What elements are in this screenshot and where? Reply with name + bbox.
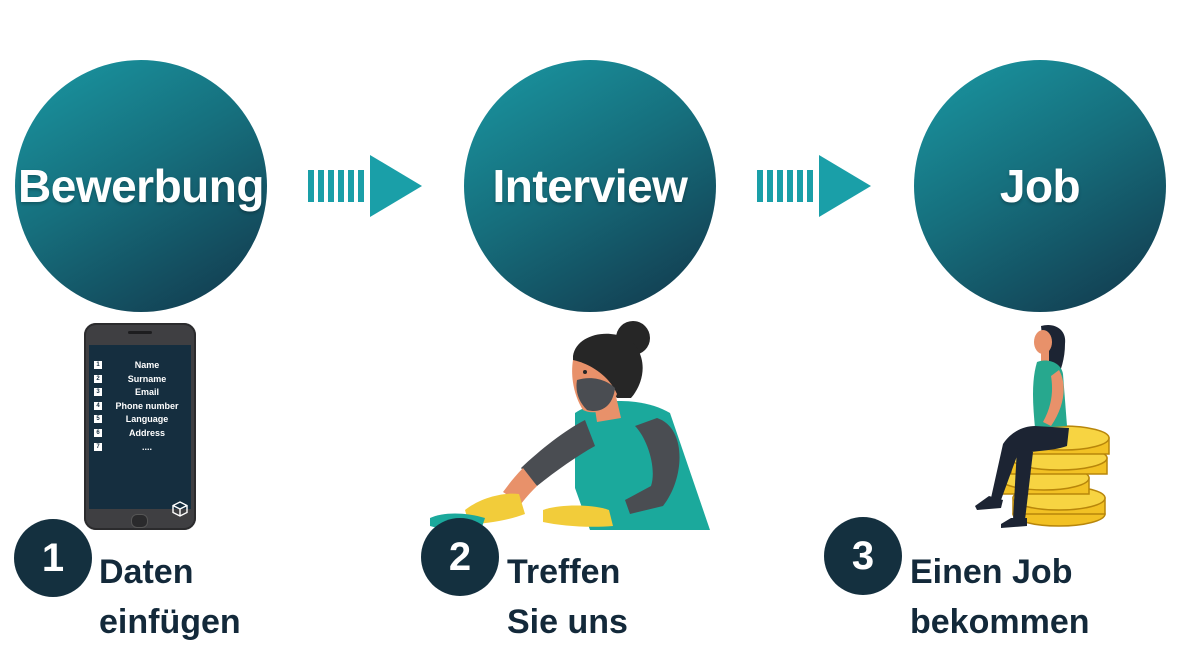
- step-description: Einen Job bekommen: [910, 547, 1090, 647]
- arrow-right-icon: [308, 155, 422, 217]
- list-item: 6 Address: [92, 427, 191, 441]
- list-item: 5 Language: [92, 413, 191, 427]
- form-item-number: 5: [94, 415, 102, 424]
- form-item-label: Language: [125, 414, 169, 425]
- step-title: Job: [999, 160, 1081, 212]
- form-item-number: 3: [94, 388, 102, 397]
- form-item-label: Surname: [127, 373, 167, 384]
- step-number-badge: 2: [421, 518, 499, 596]
- list-item: 1 Name: [92, 359, 191, 373]
- form-item-number: 2: [94, 374, 102, 383]
- step-number-badge: 1: [14, 519, 92, 597]
- smartphone-icon: 1 Name 2 Surname 3 Email 4 Phone number …: [84, 323, 196, 530]
- step-number: 1: [41, 535, 65, 580]
- step-description-line: Sie uns: [507, 603, 628, 641]
- step-circle-interview: Interview: [464, 60, 716, 312]
- step-title: Bewerbung: [18, 160, 264, 212]
- step-description-line: einfügen: [99, 603, 241, 641]
- step-description: Treffen Sie uns: [507, 547, 628, 647]
- step-circle-job: Job: [914, 60, 1166, 312]
- form-item-number: 4: [94, 401, 102, 410]
- form-item-number: 1: [94, 361, 102, 369]
- step-description: Daten einfügen: [99, 547, 241, 647]
- phone-home-button: [131, 514, 148, 528]
- form-item-number: 7: [94, 442, 102, 451]
- step-description-line: Treffen: [507, 553, 621, 591]
- step-number: 2: [448, 534, 472, 579]
- form-item-number: 6: [94, 428, 102, 437]
- step-description-line: bekommen: [910, 603, 1090, 641]
- step-number: 3: [851, 533, 875, 578]
- list-item: 2 Surname: [92, 373, 191, 387]
- list-item: 3 Email: [92, 386, 191, 400]
- form-item-label: ....: [141, 441, 152, 452]
- phone-screen: 1 Name 2 Surname 3 Email 4 Phone number …: [89, 345, 191, 517]
- phone-form-list: 1 Name 2 Surname 3 Email 4 Phone number …: [92, 359, 191, 454]
- phone-speaker: [128, 331, 152, 334]
- step-number-badge: 3: [824, 517, 902, 595]
- form-item-label: Email: [134, 387, 159, 398]
- step-title: Interview: [492, 160, 688, 212]
- arrow-right-icon: [757, 155, 871, 217]
- step-description-line: Einen Job: [910, 553, 1073, 591]
- list-item: 4 Phone number: [92, 400, 191, 414]
- form-item-label: Address: [128, 427, 165, 438]
- person-cleaning-icon: [430, 321, 710, 531]
- form-item-label: Name: [134, 360, 160, 370]
- form-item-label: Phone number: [115, 400, 179, 411]
- person-on-coins-icon: [975, 324, 1110, 528]
- step-description-line: Daten: [99, 553, 194, 591]
- list-item: 7 ....: [92, 441, 191, 455]
- box-logo-icon: [172, 501, 188, 517]
- step-circle-bewerbung: Bewerbung: [15, 60, 267, 312]
